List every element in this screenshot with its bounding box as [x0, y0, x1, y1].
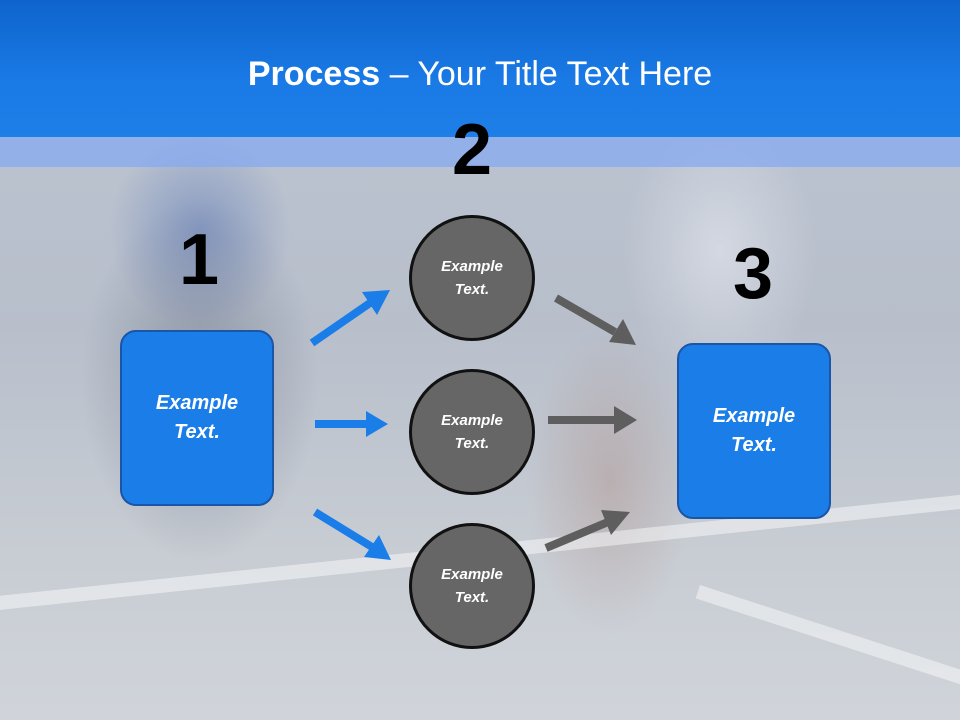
blue-arrows: [309, 290, 391, 560]
arrow-right-icon: [315, 411, 388, 437]
process-circle-bottom-line1: Example: [441, 566, 503, 583]
process-circle-top-line2: Text.: [454, 281, 490, 298]
arrow-right-icon: [548, 406, 637, 434]
gray-arrows: [544, 294, 637, 552]
slide-title-bold: Process: [247, 55, 381, 93]
arrow-down-right-icon: [554, 294, 636, 345]
left-step-box-line2: Text.: [174, 421, 220, 443]
right-step-box-line2: Text.: [731, 434, 777, 456]
process-circle-middle: Example Text.: [409, 369, 535, 495]
title-bar: [0, 0, 960, 137]
slide-title: Process – Your Title Text Here: [0, 52, 960, 96]
arrow-down-right-icon: [312, 508, 391, 560]
title-bar-band: [0, 137, 960, 167]
left-step-box-line1: Example: [155, 392, 239, 414]
step-number-1: 1: [178, 220, 220, 300]
process-circle-bottom: Example Text.: [409, 523, 535, 649]
process-circle-top-line1: Example: [441, 258, 503, 275]
arrow-up-right-icon: [544, 510, 630, 552]
slide-title-rest: – Your Title Text Here: [380, 55, 713, 93]
right-step-box: Example Text.: [677, 343, 831, 519]
process-circle-bottom-line2: Text.: [454, 589, 490, 606]
process-circle-middle-line2: Text.: [454, 435, 490, 452]
process-circle-middle-line1: Example: [441, 412, 503, 429]
left-step-box: Example Text.: [120, 330, 274, 506]
step-number-3: 3: [732, 234, 774, 314]
right-step-box-line1: Example: [712, 405, 796, 427]
arrow-up-right-icon: [309, 290, 390, 347]
step-number-2: 2: [451, 110, 493, 190]
process-circle-top: Example Text.: [409, 215, 535, 341]
